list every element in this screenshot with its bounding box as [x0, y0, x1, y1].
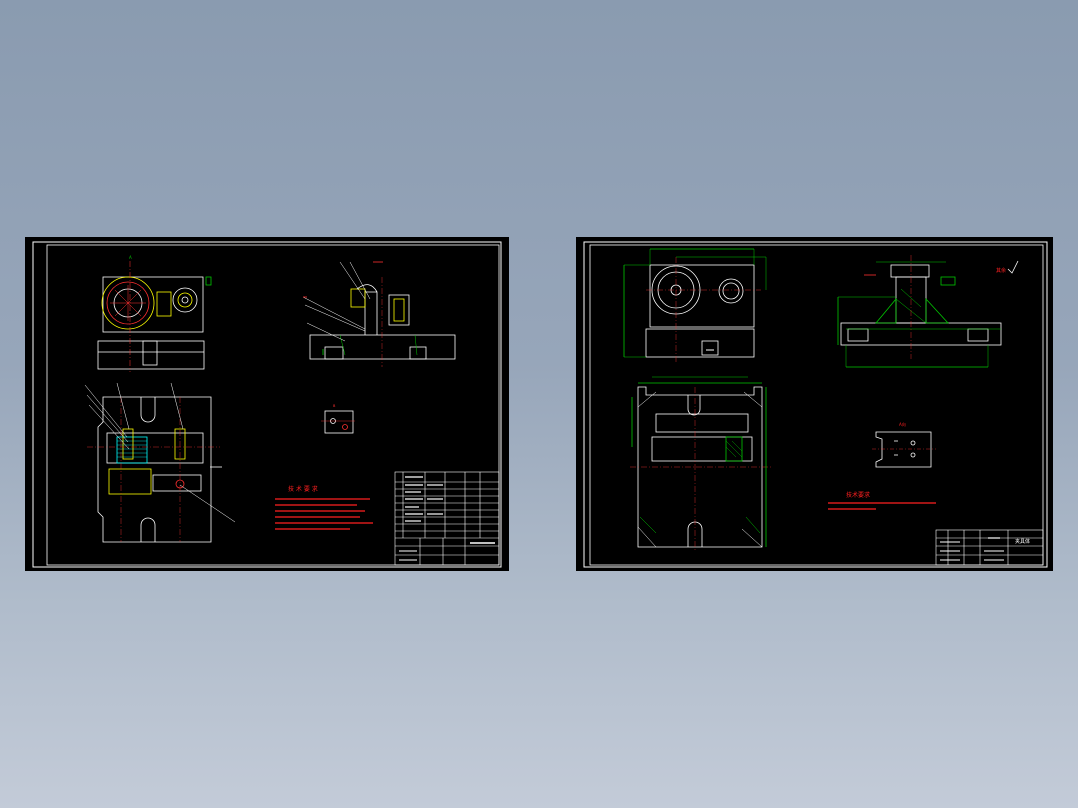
title-block	[935, 529, 1044, 566]
roughness-check-icon	[1007, 260, 1019, 274]
front-view: A	[97, 255, 212, 372]
technical-notes: 技 术 要 求	[275, 485, 373, 530]
a-direction-view	[872, 431, 936, 468]
outer-border	[32, 241, 502, 568]
notes-title: 技 术 要 求	[288, 485, 318, 493]
drawing-sheet-assembly[interactable]: A	[25, 237, 509, 571]
view-label: A向	[899, 421, 906, 427]
top-view	[630, 376, 771, 552]
assembly-drawing-canvas: A	[32, 241, 502, 568]
section-view	[837, 255, 1002, 368]
part-drawing-canvas: 其余 A向 技术要求	[583, 241, 1048, 568]
top-view	[84, 382, 236, 543]
outer-border	[583, 241, 1048, 568]
inner-frame	[46, 244, 500, 566]
front-view	[623, 248, 767, 362]
svg-text:A: A	[129, 255, 132, 260]
notes-title: 技术要求	[846, 491, 870, 499]
svg-text:B: B	[333, 404, 336, 408]
title-block-name: 夹具体	[1015, 538, 1030, 545]
technical-notes: 技术要求	[828, 491, 936, 510]
section-view	[302, 261, 456, 367]
parts-list-title-block	[394, 471, 500, 566]
roughness-mark-text: 其余	[996, 267, 1006, 274]
detail-view: B	[321, 404, 355, 434]
inner-frame	[589, 244, 1044, 566]
drawing-sheet-part[interactable]: 其余 A向 技术要求	[576, 237, 1053, 571]
